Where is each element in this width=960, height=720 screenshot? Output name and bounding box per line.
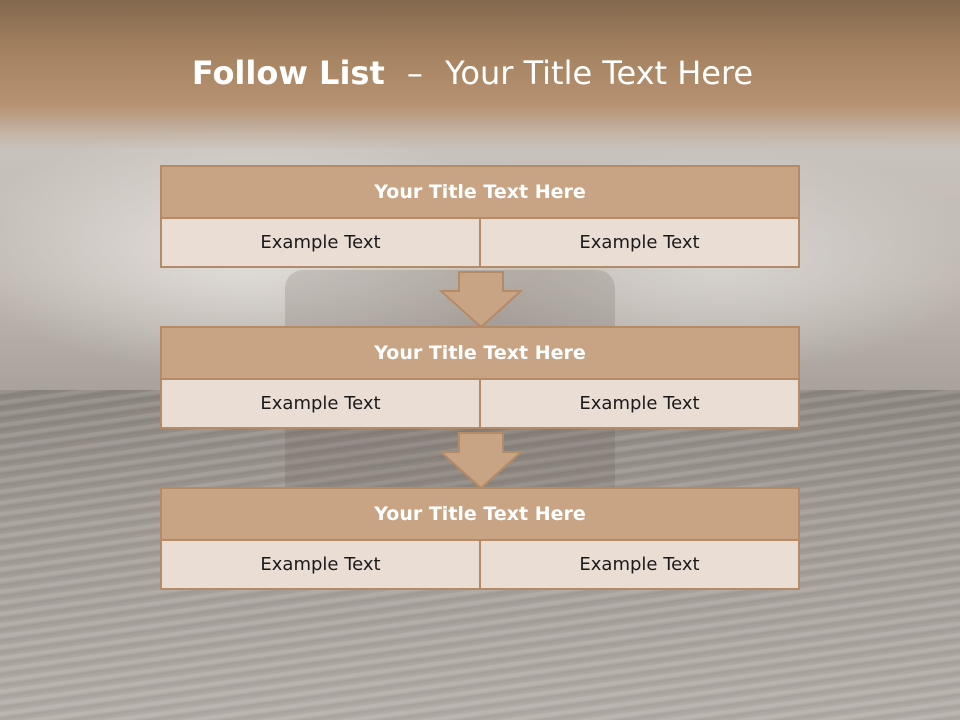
slide-title-rest: Your Title Text Here [445, 54, 754, 92]
list-block-2: Your Title Text Here Example Text Exampl… [160, 326, 800, 429]
block-cell-left: Example Text [160, 380, 481, 429]
slide-title-separator: – [406, 54, 423, 92]
block-cell-right: Example Text [481, 380, 800, 429]
block-cell-right: Example Text [481, 541, 800, 590]
block-row: Example Text Example Text [160, 541, 800, 590]
block-title: Your Title Text Here [160, 326, 800, 380]
slide-title-bold: Follow List [191, 54, 385, 92]
block-row: Example Text Example Text [160, 380, 800, 429]
block-title: Your Title Text Here [160, 487, 800, 541]
list-block-1: Your Title Text Here Example Text Exampl… [160, 165, 800, 268]
list-block-3: Your Title Text Here Example Text Exampl… [160, 487, 800, 590]
slide-title: Follow List – Your Title Text Here [0, 54, 945, 92]
block-row: Example Text Example Text [160, 219, 800, 268]
header-band [0, 0, 960, 150]
block-title: Your Title Text Here [160, 165, 800, 219]
block-cell-right: Example Text [481, 219, 800, 268]
down-arrow-icon [439, 432, 523, 490]
down-arrow-icon [439, 271, 523, 329]
block-cell-left: Example Text [160, 219, 481, 268]
block-cell-left: Example Text [160, 541, 481, 590]
